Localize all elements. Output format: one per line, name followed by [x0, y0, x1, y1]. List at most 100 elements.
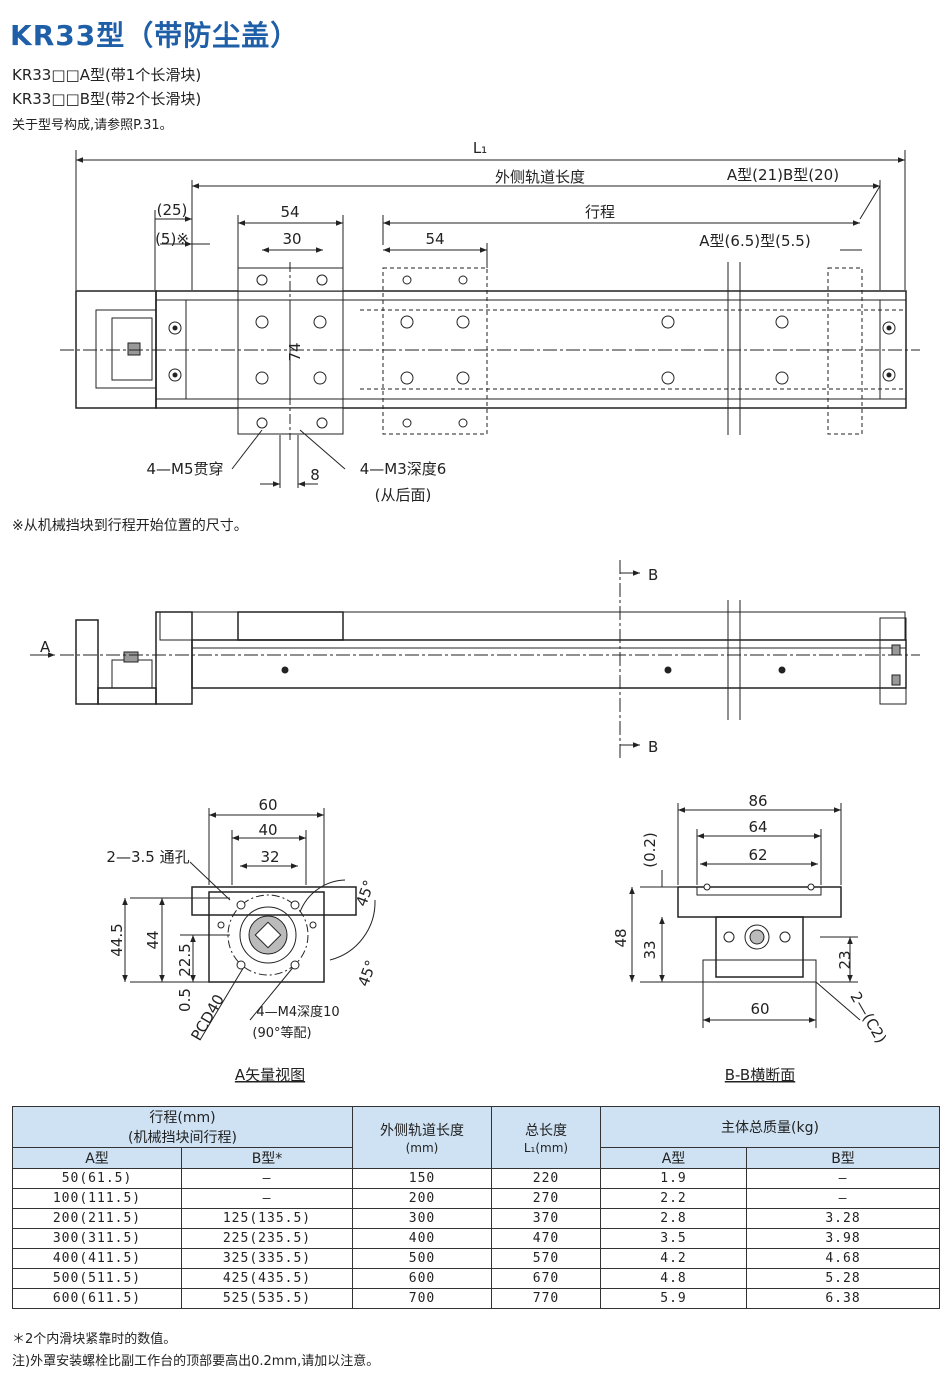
table-cell: 5.9: [599, 1288, 748, 1309]
a-dim-40: 40: [258, 821, 277, 839]
a-dim-22-5: 22.5: [176, 943, 194, 976]
a-dim-0-5: 0.5: [176, 988, 194, 1012]
table-cell: 4.2: [599, 1248, 748, 1269]
table-cell: —: [181, 1168, 353, 1189]
top-view-holes: [168, 274, 896, 429]
table-cell: 400: [352, 1228, 492, 1249]
table-cell: 670: [491, 1268, 601, 1289]
table-cell: 200(211.5): [12, 1208, 182, 1229]
table-cell: 4.8: [599, 1268, 748, 1289]
table-cell: 600(611.5): [12, 1288, 182, 1309]
bb-view-caption: B-B横断面: [725, 1066, 795, 1084]
table-cell: 1.9: [599, 1168, 748, 1189]
section-b-bottom: B: [648, 738, 658, 756]
a-angle-2: 45°: [354, 958, 380, 989]
dim-8: 8: [310, 466, 320, 484]
dim-stroke: 行程: [585, 203, 615, 221]
th-mass: 主体总质量(kg): [600, 1106, 940, 1148]
table-cell: 220: [491, 1168, 601, 1189]
th-stroke: 行程(mm)(机械挡块间行程): [12, 1106, 353, 1148]
a-angle-1: 45°: [352, 878, 378, 909]
table-cell: 100(111.5): [12, 1188, 182, 1209]
label-m3-back: (从后面): [375, 486, 432, 504]
table-cell: 600: [352, 1268, 492, 1289]
dim-ab-type: A型(21)B型(20): [727, 166, 839, 184]
table-cell: —: [746, 1188, 940, 1209]
table-cell: 3.98: [746, 1228, 940, 1249]
label-m5: 4—M5贯穿: [146, 460, 223, 478]
table-cell: 50(61.5): [12, 1168, 182, 1189]
a-view: [122, 808, 376, 1041]
section-b-top: B: [648, 566, 658, 584]
top-view: [60, 150, 920, 440]
th-a-type: A型: [12, 1147, 182, 1169]
table-cell: 500: [352, 1248, 492, 1269]
a-view-caption: A矢量视图: [235, 1066, 305, 1084]
table-cell: 570: [491, 1248, 601, 1269]
bb-dim-23: 23: [836, 950, 854, 969]
table-cell: 370: [491, 1208, 601, 1229]
table-cell: 2.2: [599, 1188, 748, 1209]
table-cell: 6.38: [746, 1288, 940, 1309]
a-view-holes: [217, 900, 317, 970]
page-title: KR33型（带防尘盖）: [10, 19, 300, 52]
dim-54a: 54: [280, 203, 299, 221]
view-a-marker: A: [40, 638, 51, 656]
th-mass-b: B型: [746, 1147, 940, 1169]
table-cell: —: [181, 1188, 353, 1209]
bb-label-c2: 2—(C2): [846, 989, 890, 1047]
table-cell: 125(135.5): [181, 1208, 353, 1229]
dim-25: (25): [157, 201, 188, 219]
bb-dim-60: 60: [750, 1000, 769, 1018]
table-cell: 500(511.5): [12, 1268, 182, 1289]
table-cell: —: [746, 1168, 940, 1189]
footnote-2: 注)外罩安装螺栓比副工作台的顶部要高出0.2mm,请加以注意。: [12, 1354, 380, 1369]
table-cell: 150: [352, 1168, 492, 1189]
label-m3: 4—M3深度6: [360, 460, 447, 478]
technical-drawing: L₁ 外侧轨道长度 A型(21)B型(20) (25) (5)※ 54 30 行…: [12, 139, 920, 1084]
bb-dim-64: 64: [748, 818, 767, 836]
subtitle-a: KR33□□A型(带1个长滑块): [12, 66, 202, 84]
table-cell: 3.28: [746, 1208, 940, 1229]
table-cell: 525(535.5): [181, 1288, 353, 1309]
table-cell: 3.5: [599, 1228, 748, 1249]
table-cell: 4.68: [746, 1248, 940, 1269]
dim-ab-type2: A型(6.5)型(5.5): [699, 232, 810, 250]
bb-view: [629, 803, 861, 1028]
table-cell: 770: [491, 1288, 601, 1309]
table-cell: 200: [352, 1188, 492, 1209]
footnote-1: ＊2个内滑块紧靠时的数值。: [12, 1332, 177, 1347]
model-reference-note: 关于型号构成,请参照P.31。: [12, 118, 173, 133]
a-label-hole: 2—3.5 通孔: [106, 848, 189, 866]
a-dim-32: 32: [260, 848, 279, 866]
dim-30: 30: [282, 230, 301, 248]
a-dim-44-5: 44.5: [108, 923, 126, 956]
table-cell: 300: [352, 1208, 492, 1229]
table-cell: 425(435.5): [181, 1268, 353, 1289]
th-rail: 外侧轨道长度(mm): [352, 1106, 492, 1169]
dim-l1: L₁: [473, 139, 487, 157]
th-mass-a: A型: [599, 1147, 748, 1169]
stroke-start-note: ※从机械挡块到行程开始位置的尺寸。: [12, 518, 248, 534]
bb-dim-33: 33: [641, 940, 659, 959]
a-label-m4: 4—M4深度10: [256, 1004, 339, 1020]
table-cell: 2.8: [599, 1208, 748, 1229]
a-dim-60: 60: [258, 796, 277, 814]
top-view-labels: L₁ 外侧轨道长度 A型(21)B型(20) (25) (5)※ 54 30 行…: [146, 139, 839, 504]
dim-5: (5)※: [155, 230, 189, 248]
table-cell: 700: [352, 1288, 492, 1309]
dim-74: 74: [286, 342, 304, 361]
subtitle-b: KR33□□B型(带2个长滑块): [12, 90, 202, 108]
table-cell: 300(311.5): [12, 1228, 182, 1249]
bb-dim-86: 86: [748, 792, 767, 810]
